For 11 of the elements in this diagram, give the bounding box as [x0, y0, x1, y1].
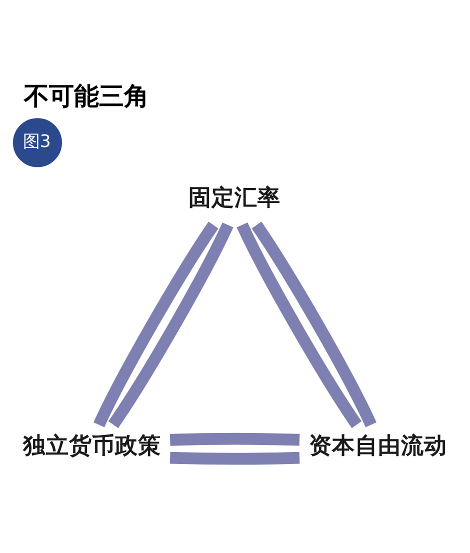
- connector: [236, 222, 362, 428]
- connector: [170, 432, 300, 446]
- connector: [252, 222, 376, 428]
- diagram-title: 不可能三角: [24, 81, 150, 110]
- connector: [170, 452, 300, 465]
- connector: [108, 222, 234, 428]
- node-text: 独立货币政策: [22, 432, 161, 459]
- node-circle: 图3: [12, 118, 62, 168]
- connector: [94, 222, 218, 428]
- node-text: 资本自由流动: [309, 432, 448, 459]
- node-text: 固定汇率: [188, 184, 281, 211]
